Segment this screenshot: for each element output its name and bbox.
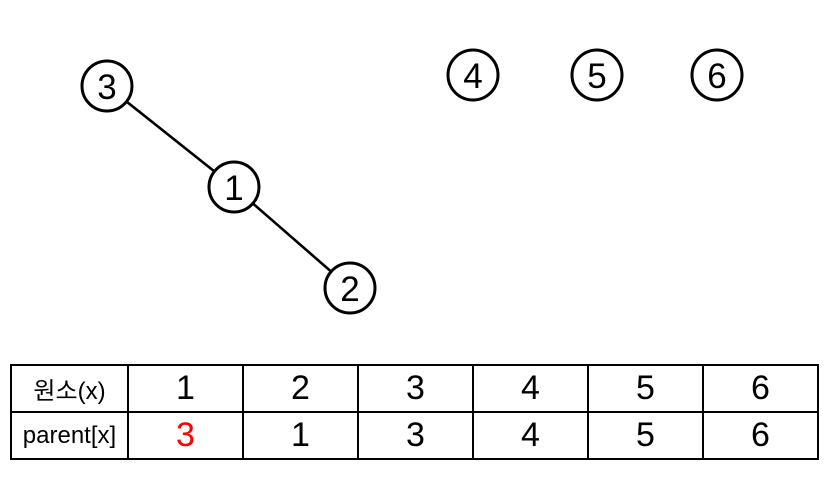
union-find-tree-diagram: 3 1 2 4 5 6 xyxy=(80,48,744,315)
tree-node-4: 4 xyxy=(446,48,500,102)
tree-node-3: 3 xyxy=(80,59,134,113)
parent-cell-5: 5 xyxy=(587,411,704,460)
tree-edge-3-1 xyxy=(106,84,235,189)
node-circle xyxy=(570,48,624,102)
parent-cell-1: 3 xyxy=(127,411,244,460)
parent-cell-4: 4 xyxy=(472,411,589,460)
parent-cell-2: 1 xyxy=(242,411,359,460)
parent-cell-6: 6 xyxy=(702,411,819,460)
parent-array-table: 원소(x) 1 2 3 4 5 6 parent[x] 3 1 3 4 5 6 xyxy=(10,364,819,460)
node-circle xyxy=(80,59,134,113)
parent-cell-3: 3 xyxy=(357,411,474,460)
element-row: 원소(x) 1 2 3 4 5 6 xyxy=(10,364,819,413)
parent-row-header: parent[x] xyxy=(10,411,129,460)
node-circle xyxy=(446,48,500,102)
element-cell-2: 2 xyxy=(242,364,359,413)
tree-node-1: 1 xyxy=(207,160,261,214)
parent-row: parent[x] 3 1 3 4 5 6 xyxy=(10,411,819,460)
node-label: 1 xyxy=(224,169,243,208)
node-label: 6 xyxy=(707,57,726,96)
node-label: 4 xyxy=(463,57,482,96)
element-row-header: 원소(x) xyxy=(10,364,129,413)
node-label: 2 xyxy=(340,270,359,309)
tree-node-6: 6 xyxy=(690,48,744,102)
tree-node-2: 2 xyxy=(323,261,377,315)
node-circle xyxy=(690,48,744,102)
node-label: 3 xyxy=(97,68,116,107)
node-label: 5 xyxy=(587,57,606,96)
tree-node-5: 5 xyxy=(570,48,624,102)
element-cell-6: 6 xyxy=(702,364,819,413)
element-cell-3: 3 xyxy=(357,364,474,413)
node-circle xyxy=(323,261,377,315)
element-cell-5: 5 xyxy=(587,364,704,413)
node-circle xyxy=(207,160,261,214)
element-cell-1: 1 xyxy=(127,364,244,413)
element-cell-4: 4 xyxy=(472,364,589,413)
